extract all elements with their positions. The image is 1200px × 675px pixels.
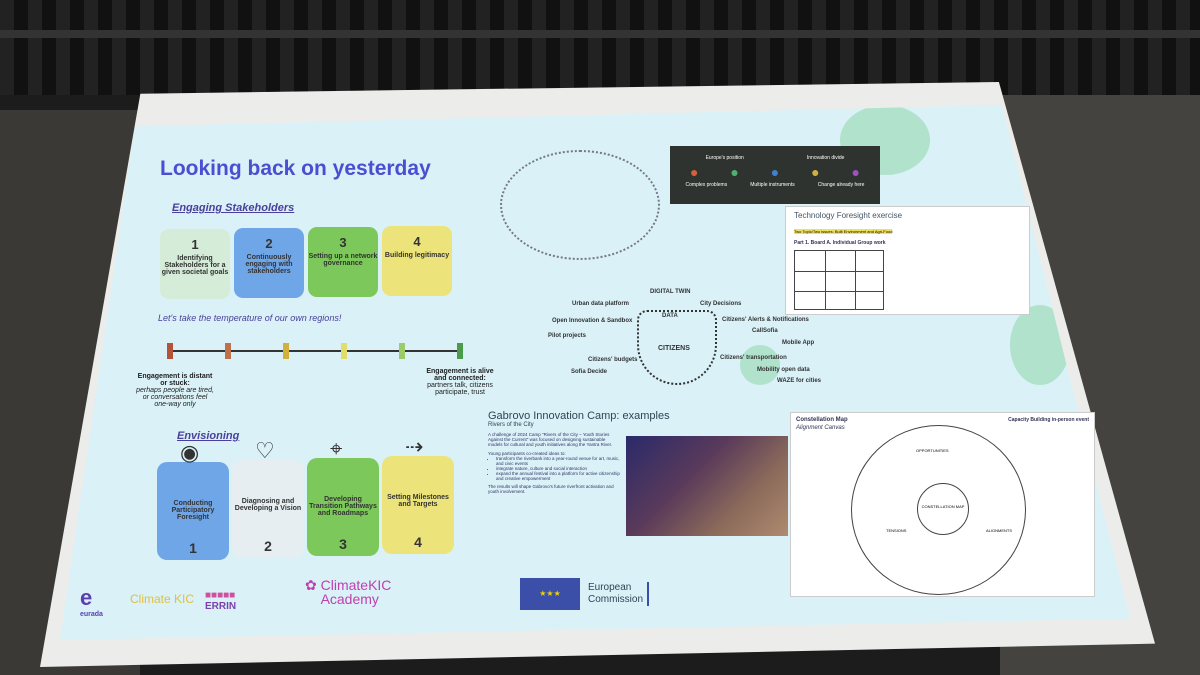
temperature-tick [341, 343, 347, 359]
digital-twin-label: Citizens' transportation [720, 355, 787, 361]
map-pins-icon: ⌖ [330, 436, 343, 461]
step-number: 3 [339, 235, 347, 250]
heartbeat-icon: ♡ [255, 438, 275, 463]
step-number: 2 [264, 538, 272, 554]
slide-title: Looking back on yesterday [160, 157, 431, 180]
constellation-map-panel: Constellation Map Alignment Canvas Capac… [790, 412, 1095, 597]
digital-twin-label: Open Innovation & Sandbox [552, 318, 633, 324]
digital-twin-label: WAZE for cities [777, 378, 822, 384]
left-scale-text: perhaps people are tired, or conversatio… [136, 387, 214, 408]
envisioning-step-card: Developing Transition Pathways and Roadm… [307, 458, 379, 556]
digital-twin-label: Urban data platform [572, 301, 630, 307]
digital-twin-label: CallSofia [752, 328, 778, 334]
step-number: 1 [189, 540, 197, 556]
temperature-scale [170, 350, 462, 352]
idea-item: transform the riverbank into a year-roun… [496, 456, 620, 466]
eye-icon: ◉ [180, 440, 200, 465]
idea-item: integrate nature, culture and social int… [496, 466, 620, 471]
festival-crowd-photo [626, 436, 788, 536]
envisioning-heading: Envisioning [177, 430, 240, 442]
temperature-tick [457, 343, 463, 359]
envisioning-step-card: Diagnosing and Developing a Vision 2 [232, 460, 304, 558]
step-number: 3 [339, 536, 347, 552]
climate-kic-academy-logo: ✿ ClimateKIC Academy [305, 577, 392, 607]
right-scale-text: partners talk, citizens participate, tru… [427, 382, 493, 396]
step-label: Continuously engaging with stakeholders [245, 254, 293, 275]
step-label: Diagnosing and Developing a Vision [234, 498, 302, 512]
climate-kic-logo: Climate KIC [130, 592, 195, 606]
temperature-prompt: Let's take the temperature of our own re… [158, 313, 342, 323]
step-number: 2 [265, 236, 273, 251]
envisioning-step-card: Setting Milestones and Targets 4 [382, 456, 454, 554]
temperature-tick [167, 343, 173, 359]
step-number: 4 [414, 534, 422, 550]
step-label: Building legitimacy [384, 252, 450, 259]
digital-twin-label: Mobile App [782, 340, 815, 346]
milestone-path-icon: ⇢ [405, 434, 424, 459]
ceiling-truss [0, 0, 1200, 95]
envisioning-step-card: Conducting Participatory Foresight 1 [157, 462, 229, 560]
digital-twin-label: Sofia Decide [571, 369, 608, 375]
step-label: Conducting Participatory Foresight [171, 500, 215, 521]
digital-twin-label: Mobility open data [757, 367, 810, 373]
digital-twin-label: Pilot projects [548, 333, 587, 339]
step-number: 1 [191, 237, 199, 252]
temperature-tick [283, 343, 289, 359]
digital-twin-label: Citizens' Alerts & Notifications [722, 317, 809, 323]
digital-twin-label: Citizens' budgets [588, 357, 638, 363]
step-number: 4 [413, 234, 421, 249]
step-label: Identifying Stakeholders for a given soc… [161, 255, 229, 276]
step-label: Setting Milestones and Targets [387, 494, 449, 508]
gabrovo-section: Gabrovo Innovation Camp: examples Rivers… [488, 410, 670, 494]
step-label: Developing Transition Pathways and Roadm… [309, 496, 377, 517]
digital-twin-label: City Decisions [700, 301, 742, 307]
left-scale-bold: Engagement is distant or stuck: [137, 373, 213, 387]
idea-item: expand the annual festival into a platfo… [496, 471, 620, 481]
foresight-panel: Technology Foresight exercise Two Topic/… [785, 206, 1030, 315]
errin-logo: ■■■■■ERRIN [205, 590, 237, 612]
engaging-heading: Engaging Stakeholders [172, 202, 295, 214]
temperature-tick [225, 343, 231, 359]
right-scale-bold: Engagement is alive and connected: [426, 368, 494, 382]
cycle-diagram [500, 150, 660, 260]
temperature-tick [399, 343, 405, 359]
step-label: Setting up a network governance [308, 253, 378, 267]
